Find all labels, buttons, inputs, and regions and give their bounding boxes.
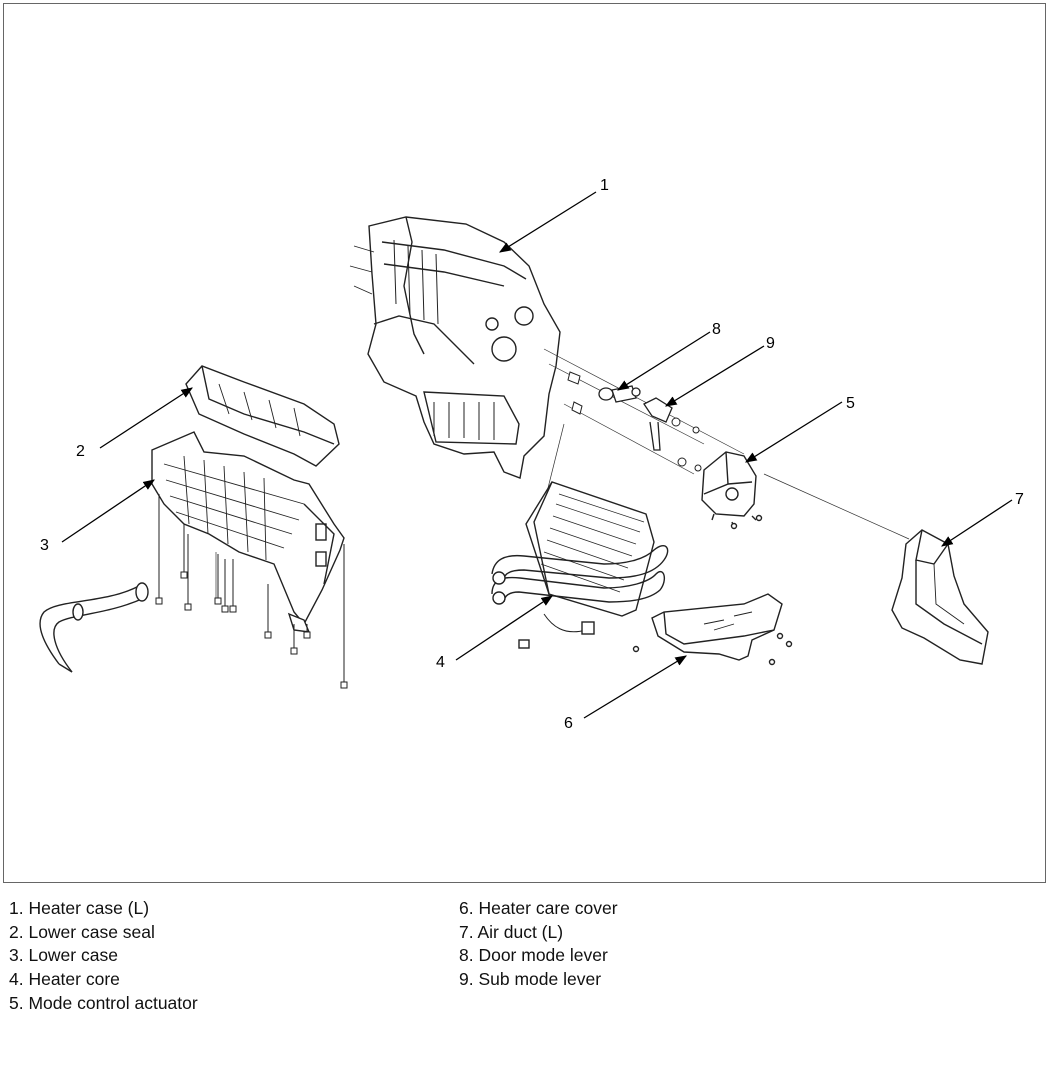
legend-right-column: 6. Heater care cover 7. Air duct (L) 8. … (459, 897, 618, 992)
leader-8 (617, 331, 711, 391)
callout-4: 4 (436, 654, 445, 671)
sub-mode-lever-part (643, 397, 673, 451)
legend-item-lower-case: 3. Lower case (9, 945, 118, 966)
heater-core-part (491, 481, 669, 649)
legend-item-lower-case-seal: 2. Lower case seal (9, 921, 155, 942)
callout-8: 8 (712, 321, 721, 338)
callout-9: 9 (766, 335, 775, 352)
diagram-frame: 1 2 3 4 5 6 7 8 9 (3, 3, 1046, 883)
callout-1: 1 (600, 177, 609, 194)
callout-5: 5 (846, 395, 855, 412)
callout-leaders (61, 191, 1013, 719)
leader-2 (99, 387, 193, 449)
leader-6 (583, 655, 687, 719)
leader-5 (745, 401, 843, 463)
heater-care-cover-part (632, 593, 793, 666)
air-duct-part (891, 529, 989, 665)
screw-set-lower-case (155, 494, 348, 689)
legend-left-column: 1. Heater case (L) 2. Lower case seal 3.… (9, 897, 198, 1016)
callout-6: 6 (564, 715, 573, 732)
lever-fasteners (567, 371, 702, 472)
callout-labels: 1 2 3 4 5 6 7 8 9 (40, 177, 1024, 732)
legend-item-heater-care-cover: 6. Heater care cover (459, 898, 618, 918)
legend-item-mode-control-actuator: 5. Mode control actuator (9, 992, 198, 1013)
legend-item-door-mode-lever: 8. Door mode lever (459, 945, 608, 966)
lower-case-seal-part (185, 365, 340, 467)
callout-2: 2 (76, 443, 85, 460)
leader-9 (665, 345, 765, 407)
legend-item-air-duct: 7. Air duct (L) (459, 921, 564, 942)
leader-4 (455, 595, 553, 661)
exploded-view-diagram: 1 2 3 4 5 6 7 8 9 (39, 177, 1024, 732)
mode-control-actuator-part (701, 451, 763, 530)
callout-3: 3 (40, 537, 49, 554)
callout-7: 7 (1015, 491, 1024, 508)
legend-item-heater-case: 1. Heater case (L) (9, 898, 150, 918)
drain-hose-part (39, 582, 149, 673)
heater-case-part (349, 216, 561, 479)
legend-item-sub-mode-lever: 9. Sub mode lever (459, 969, 602, 990)
leader-7 (941, 499, 1013, 547)
leader-3 (61, 479, 155, 543)
legend-item-heater-core: 4. Heater core (9, 969, 120, 990)
leader-1 (499, 191, 597, 253)
